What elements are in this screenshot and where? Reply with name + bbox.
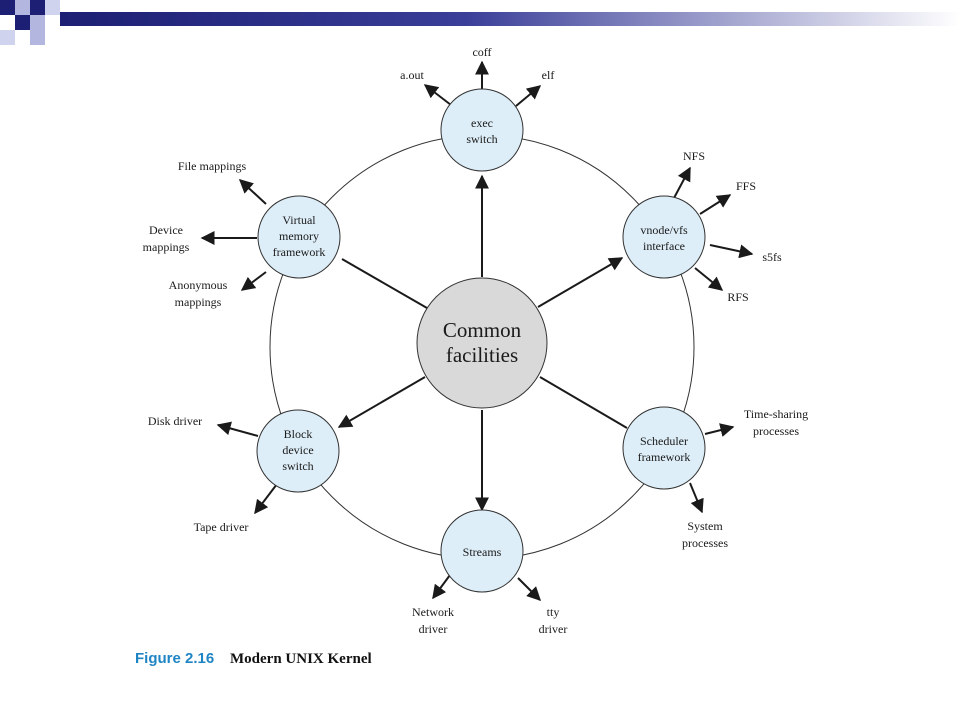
arrow-tape	[254, 483, 278, 515]
leaf-tape: Tape driver	[194, 520, 249, 534]
leaf-system-line2: processes	[682, 536, 728, 550]
spoke-block	[337, 376, 426, 428]
leaf-coff: coff	[472, 45, 491, 59]
node-vm-line3: framework	[273, 245, 326, 259]
leaf-tty-line1: tty	[547, 605, 560, 619]
hub-common-facilities: Common facilities	[416, 277, 548, 409]
arrow-network	[432, 574, 451, 600]
node-virtual-memory-framework: Virtual memory framework	[257, 195, 341, 279]
arrow-aout	[423, 84, 452, 106]
node-vm-line1: Virtual	[282, 213, 316, 227]
node-vm-line2: memory	[279, 229, 319, 243]
leaf-labels: coff a.out elf NFS FFS s5fs RFS Time-sha…	[143, 45, 808, 636]
arrow-rfs	[694, 267, 724, 291]
leaf-devicemap-line1: Device	[149, 223, 183, 237]
arrow-disk	[216, 421, 259, 437]
node-vnode-vfs-interface: vnode/vfs interface	[622, 195, 706, 279]
node-exec-switch: exec switch	[440, 88, 524, 172]
slide-header-decoration	[0, 0, 960, 45]
node-block-line2: device	[282, 443, 313, 457]
leaf-tty-line2: driver	[539, 622, 568, 636]
leaf-ffs: FFS	[736, 179, 756, 193]
arrow-ffs	[699, 194, 732, 215]
node-vnode-line1: vnode/vfs	[640, 223, 688, 237]
spoke-vnode	[537, 257, 624, 308]
leaf-timesharing-line1: Time-sharing	[744, 407, 808, 421]
node-streams-line1: Streams	[463, 545, 502, 559]
leaf-anonmap-line1: Anonymous	[169, 278, 228, 292]
leaf-filemap: File mappings	[178, 159, 247, 173]
leaf-aout: a.out	[400, 68, 424, 82]
arrow-system	[689, 482, 704, 514]
node-scheduler-line2: framework	[638, 450, 691, 464]
leaf-timesharing-line2: processes	[753, 424, 799, 438]
node-exec-line1: exec	[471, 116, 493, 130]
leaf-s5fs: s5fs	[762, 250, 782, 264]
node-exec-line2: switch	[466, 132, 497, 146]
leaf-network-line2: driver	[419, 622, 448, 636]
leaf-devicemap-line2: mappings	[143, 240, 190, 254]
leaf-nfs: NFS	[683, 149, 705, 163]
caption-number: Figure 2.16	[135, 650, 214, 667]
hub-line1: Common	[443, 318, 522, 342]
node-block-line1: Block	[284, 427, 313, 441]
arrow-filemap	[238, 179, 267, 205]
hub-line2: facilities	[446, 343, 518, 367]
node-scheduler-line1: Scheduler	[640, 434, 688, 448]
leaf-network-line1: Network	[412, 605, 454, 619]
spokes	[337, 174, 628, 512]
node-vnode-line2: interface	[643, 239, 685, 253]
node-streams: Streams	[440, 509, 524, 593]
arrow-s5fs	[709, 244, 754, 259]
arrow-nfs	[673, 166, 691, 199]
node-block-device-switch: Block device switch	[256, 409, 340, 493]
caption-title: Modern UNIX Kernel	[230, 651, 372, 667]
leaf-rfs: RFS	[727, 290, 748, 304]
node-block-line3: switch	[282, 459, 313, 473]
leaf-arrows	[200, 60, 754, 601]
spoke-scheduler	[539, 376, 628, 429]
figure-caption: Figure 2.16 Modern UNIX Kernel	[135, 650, 372, 667]
arrow-tty	[517, 577, 541, 601]
arrow-timesharing	[704, 423, 735, 437]
arrow-anonmap	[240, 271, 267, 291]
node-scheduler-framework: Scheduler framework	[622, 406, 706, 490]
leaf-anonmap-line2: mappings	[175, 295, 222, 309]
leaf-elf: elf	[542, 68, 555, 82]
leaf-disk: Disk driver	[148, 414, 202, 428]
arrow-elf	[515, 85, 542, 107]
leaf-system-line1: System	[687, 519, 723, 533]
spoke-vm	[341, 258, 428, 309]
